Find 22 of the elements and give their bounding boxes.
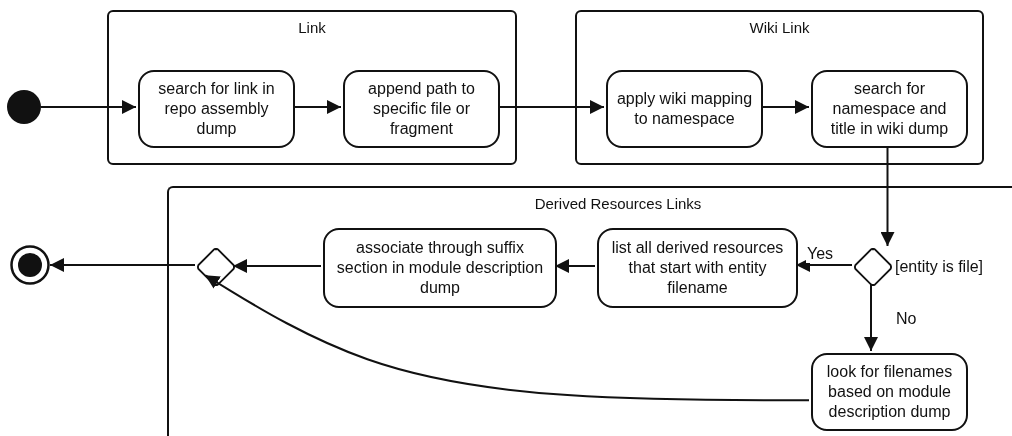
guard-label: [entity is file] [895, 258, 984, 276]
partition-title: Derived Resources Links [533, 195, 703, 212]
activity-partition [167, 186, 1012, 436]
partition-title: Wiki Link [748, 19, 811, 36]
action-box: search for link in repo assembly dump [138, 70, 295, 148]
arrow [40, 100, 137, 114]
action-box: associate through suffix section in module description dump [323, 228, 557, 308]
partition-title: Link [297, 19, 327, 36]
arrow [880, 145, 895, 247]
final-node [10, 245, 50, 285]
activity-partition [107, 10, 517, 165]
arrow [864, 283, 878, 352]
action-box: list all derived resources that start with entity filename [597, 228, 798, 308]
edge-label: Yes [806, 245, 835, 263]
activity-partition [575, 10, 984, 165]
action-box: apply wiki mapping to namespace [606, 70, 763, 148]
initial-node [7, 90, 41, 124]
action-box: look for filenames based on module description dump [811, 353, 968, 431]
decision-diamond [197, 248, 235, 286]
arrow [49, 258, 196, 272]
action-box: append path to specific file or fragment [343, 70, 500, 148]
action-box: search for namespace and title in wiki dump [811, 70, 968, 148]
